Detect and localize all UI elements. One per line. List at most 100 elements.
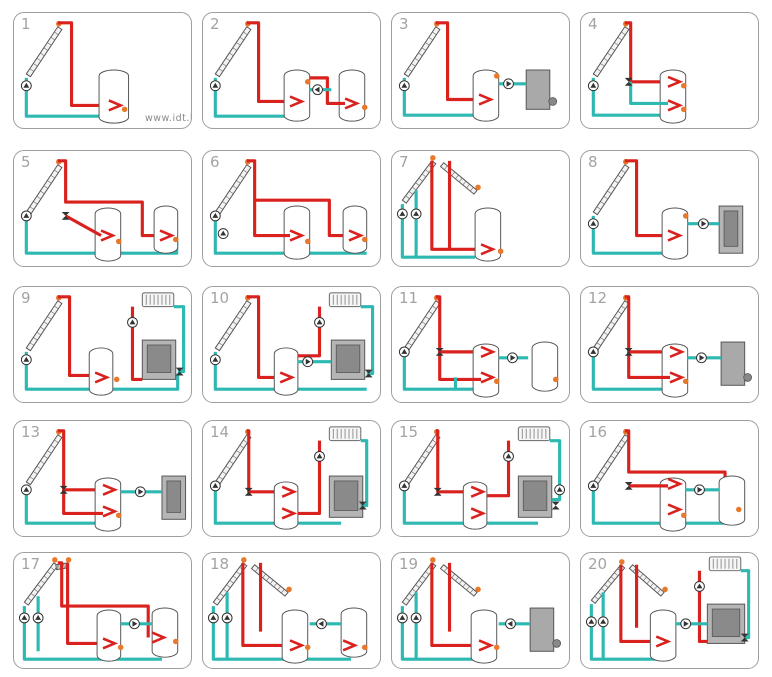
pump-icon	[209, 354, 221, 366]
pump-icon	[217, 228, 229, 239]
pump-icon	[587, 218, 599, 230]
radiator-icon	[517, 426, 551, 442]
heating-scheme-drawing	[209, 426, 369, 530]
temperature-sensor	[681, 82, 687, 89]
pump-icon	[20, 210, 32, 222]
diagram-panel-7: 7	[391, 150, 570, 267]
hot-pipe	[486, 440, 511, 498]
temperature-sensor	[681, 512, 687, 519]
temperature-sensor	[304, 238, 311, 245]
solar-collector	[25, 300, 63, 352]
pump-icon	[316, 618, 327, 630]
temperature-sensor	[121, 106, 128, 113]
boiler-icon	[517, 475, 553, 518]
cold-pipe	[591, 351, 670, 391]
pump-icon	[698, 218, 709, 230]
diagram-panel-14: 14	[202, 420, 381, 537]
storage-tank	[151, 607, 179, 658]
three-way-valve-icon	[740, 633, 749, 642]
temperature-sensor	[304, 79, 311, 85]
three-way-valve-icon	[435, 347, 444, 356]
boiler-icon	[141, 339, 177, 380]
radiator-icon	[328, 292, 362, 308]
hot-pipe	[438, 351, 481, 381]
pump-icon	[505, 618, 516, 630]
diagram-panel-13: 13	[13, 420, 192, 537]
temperature-sensor	[475, 586, 481, 593]
pump-icon	[396, 612, 408, 624]
diagram-number: 4	[588, 15, 598, 33]
pump-icon	[503, 450, 514, 462]
watermark: www.idt.lt	[145, 113, 191, 124]
three-way-valve-icon	[551, 501, 560, 510]
boiler-icon	[718, 205, 744, 254]
solar-collector	[439, 162, 478, 195]
diagram-number: 20	[588, 555, 608, 573]
heating-scheme-drawing	[396, 557, 561, 664]
diagram-panel-9: 9	[13, 286, 192, 403]
heat-exchanger-coil	[478, 639, 495, 652]
hot-pipe	[62, 489, 103, 515]
temperature-sensor	[361, 644, 368, 651]
boiler-icon	[720, 341, 752, 386]
hot-pipe	[253, 200, 291, 238]
pump-icon	[20, 484, 32, 496]
temperature-sensor	[172, 638, 179, 645]
solar-collector	[592, 434, 630, 486]
diagram-number: 12	[588, 289, 608, 307]
storage-tank	[531, 341, 559, 392]
diagram-number: 1	[21, 15, 31, 33]
diagram-panel-10: 10	[202, 286, 381, 403]
heating-scheme-drawing	[398, 21, 558, 122]
temperature-sensor	[286, 586, 292, 593]
heating-scheme-drawing	[398, 295, 559, 398]
pump-icon	[396, 208, 408, 220]
cold-pipe	[360, 439, 369, 508]
diagram-number: 5	[21, 153, 31, 171]
diagram-number: 9	[21, 289, 31, 307]
diagram-number: 10	[210, 289, 230, 307]
cold-pipe	[402, 485, 538, 525]
hot-pipe	[57, 561, 150, 638]
hot-pipe	[57, 429, 109, 492]
pump-icon	[507, 352, 518, 364]
diagram-number: 8	[588, 153, 598, 171]
storage-tank	[340, 607, 368, 658]
temperature-sensor	[361, 104, 368, 111]
diagram-number: 19	[399, 555, 419, 573]
cold-pipe	[360, 305, 375, 376]
solar-collector	[214, 26, 252, 78]
temperature-sensor	[65, 557, 72, 563]
hot-pipe	[697, 570, 708, 644]
storage-tank	[283, 69, 311, 122]
diagram-number: 17	[21, 555, 41, 573]
pump-icon	[503, 78, 514, 90]
temperature-sensor	[682, 378, 689, 385]
hot-pipe	[246, 295, 279, 379]
heating-scheme-drawing	[20, 292, 186, 396]
heat-exchanger-coil	[94, 371, 111, 384]
heating-scheme-drawing	[207, 557, 368, 664]
three-way-valve-icon	[61, 211, 70, 220]
three-way-valve-icon	[624, 347, 633, 356]
solar-collector	[401, 160, 437, 204]
boiler-icon	[529, 607, 561, 652]
temperature-sensor	[52, 557, 58, 563]
cold-pipe	[589, 604, 657, 661]
heat-exchanger-coil	[667, 477, 684, 490]
diagram-panel-8: 8	[580, 150, 759, 267]
solar-collector	[25, 164, 63, 216]
heating-scheme-drawing	[20, 159, 179, 262]
pump-icon	[209, 480, 221, 492]
solar-collector	[214, 434, 252, 486]
diagram-panel-18: 18	[202, 552, 381, 669]
diagram-number: 6	[210, 153, 220, 171]
heating-scheme-drawing	[398, 426, 566, 530]
pump-icon	[134, 486, 146, 498]
pump-icon	[207, 612, 219, 624]
heating-scheme-drawing	[587, 21, 687, 124]
diagram-panel-12: 12	[580, 286, 759, 403]
temperature-sensor	[497, 248, 504, 255]
temperature-sensor	[493, 73, 500, 79]
